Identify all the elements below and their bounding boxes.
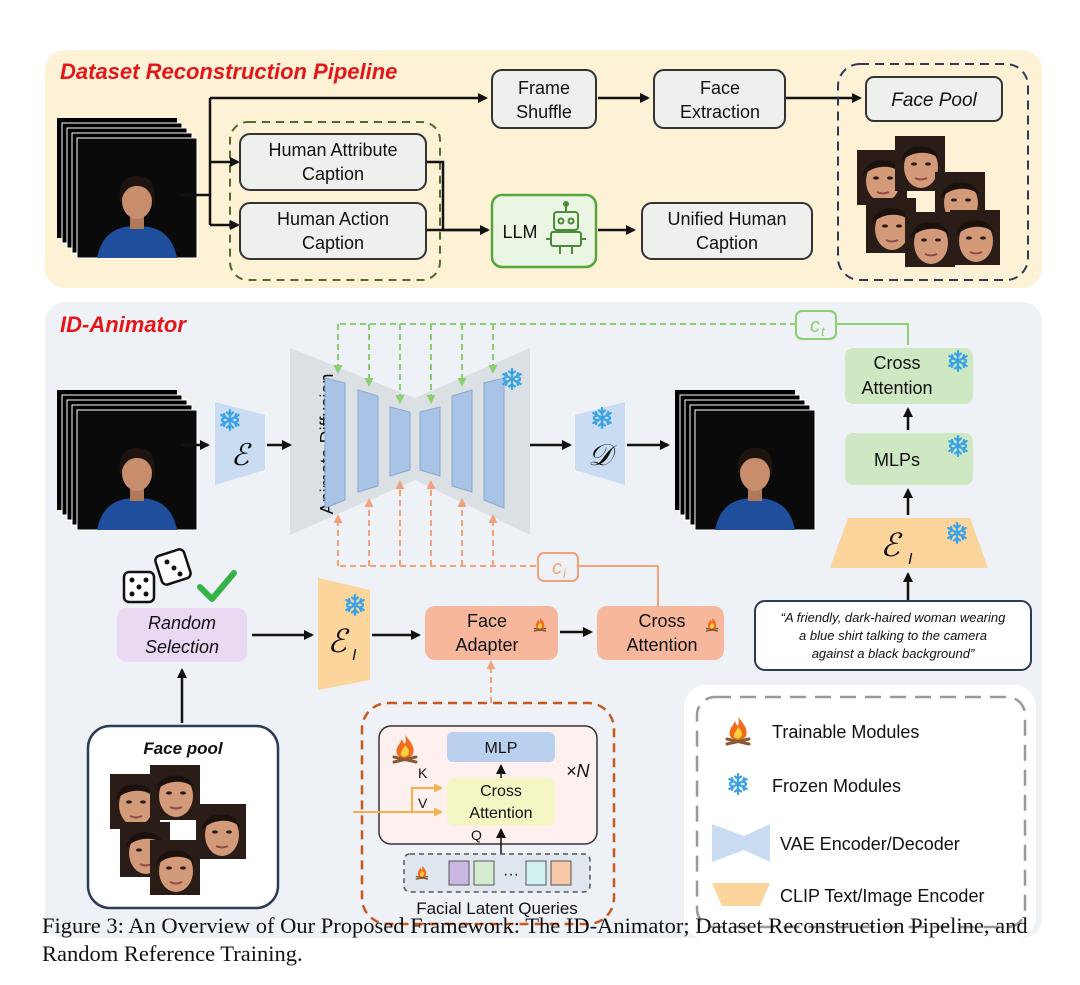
text-cross-attention-line1: Cross — [873, 353, 920, 373]
human-action-line1: Human Action — [277, 209, 389, 229]
adapter-times-n: ×N — [566, 761, 591, 781]
adapter-q-label: Q — [471, 827, 482, 843]
caption-group-outline — [229, 121, 441, 281]
image-cross-attention-line1: Cross — [638, 611, 685, 631]
output-video-frames — [674, 389, 816, 531]
random-selection-line1: Random — [148, 613, 216, 633]
legend-outline — [695, 695, 1027, 929]
query-token-2 — [473, 860, 495, 886]
clip-text-symbol: ℰ — [880, 527, 903, 563]
human-attribute-box — [239, 133, 427, 191]
random-selection-box — [117, 608, 247, 662]
adapter-mlp-label: MLP — [485, 740, 518, 757]
ct-label-box — [795, 310, 837, 340]
ct-sub: t — [821, 324, 826, 339]
encoder-symbol: ℰ — [231, 439, 252, 472]
human-action-box — [239, 202, 427, 260]
query-token-3 — [525, 860, 547, 886]
query-token-1 — [448, 860, 470, 886]
vae-decoder-shape — [575, 402, 625, 485]
legend-trainable-label: Trainable Modules — [772, 722, 919, 742]
unified-caption-line2: Caption — [696, 233, 758, 253]
ct-base: c — [810, 315, 820, 337]
legend-vae-shape — [712, 824, 770, 862]
query-dots: ··· — [503, 866, 519, 883]
image-cross-attention-line2: Attention — [626, 635, 697, 655]
adapter-k-label: K — [418, 765, 428, 781]
bottom-face-pool-label: Face pool — [143, 739, 224, 758]
legend-clip-shape — [712, 883, 770, 906]
pipeline-title: Dataset Reconstruction Pipeline — [60, 59, 397, 84]
clip-text-sub: I — [908, 551, 913, 568]
unified-caption-line1: Unified Human — [667, 209, 786, 229]
face-pool-label-box — [865, 76, 1003, 122]
frame-shuffle-line2: Shuffle — [516, 102, 572, 122]
frame-shuffle-box — [491, 69, 597, 129]
adapter-cross-attention-line2: Attention — [469, 805, 532, 822]
ci-label-box — [537, 552, 579, 582]
mlps-label: MLPs — [874, 450, 920, 470]
ci-sub: i — [563, 566, 567, 581]
input-video-frames — [56, 389, 198, 531]
check-icon — [197, 570, 237, 602]
text-caption-line3: against a black background” — [812, 646, 975, 661]
face-extraction-line1: Face — [700, 78, 740, 98]
unified-caption-box — [641, 202, 813, 260]
human-attribute-line2: Caption — [302, 164, 364, 184]
adapter-v-label: V — [418, 795, 428, 811]
query-token-4 — [550, 860, 572, 886]
input-frames-image — [56, 117, 198, 259]
face-extraction-line2: Extraction — [680, 102, 760, 122]
vae-encoder-shape — [215, 402, 265, 485]
image-cross-attention-box — [597, 606, 724, 660]
text-caption-line1: “A friendly, dark-haired woman wearing — [781, 610, 1006, 625]
figure-caption: Figure 3: An Overview of Our Proposed Fr… — [42, 913, 1028, 966]
adapter-mlp-box — [447, 732, 555, 762]
face-pool-label: Face Pool — [891, 90, 977, 111]
human-attribute-line1: Human Attribute — [268, 140, 397, 160]
robot-icon — [546, 201, 586, 254]
random-selection-line2: Selection — [145, 637, 219, 657]
unet-blocks — [324, 377, 505, 509]
clip-text-encoder-shape — [830, 518, 988, 568]
unet-left-bg — [290, 348, 415, 535]
legend-panel — [684, 685, 1036, 939]
text-caption-line2: a blue shirt talking to the camera — [799, 628, 987, 643]
dice-icon — [122, 548, 192, 604]
text-caption-box — [754, 600, 1032, 671]
human-action-line2: Caption — [302, 233, 364, 253]
animator-title: ID-Animator — [60, 312, 187, 337]
ci-base: c — [552, 557, 562, 579]
face-adapter-line1: Face — [467, 611, 507, 631]
legend-vae-label: VAE Encoder/Decoder — [780, 834, 960, 854]
text-cross-attention-line2: Attention — [861, 378, 932, 398]
clip-image-sub: I — [352, 647, 357, 664]
mlps-box — [845, 433, 973, 485]
clip-image-symbol: ℰ — [327, 623, 350, 659]
text-cross-attention-box — [845, 348, 973, 404]
adapter-cross-attention-line1: Cross — [480, 783, 522, 800]
llm-label: LLM — [502, 222, 537, 242]
adapter-cross-attention-box — [447, 778, 555, 826]
legend-frozen-label: Frozen Modules — [772, 776, 901, 796]
latent-queries-label: Facial Latent Queries — [416, 899, 578, 918]
face-extraction-box — [653, 69, 786, 129]
legend-clip-label: CLIP Text/Image Encoder — [780, 886, 984, 906]
face-adapter-line2: Adapter — [455, 635, 518, 655]
face-adapter-box — [425, 606, 558, 660]
face-pool-group-outline — [837, 63, 1029, 281]
frame-shuffle-line1: Frame — [518, 78, 570, 98]
